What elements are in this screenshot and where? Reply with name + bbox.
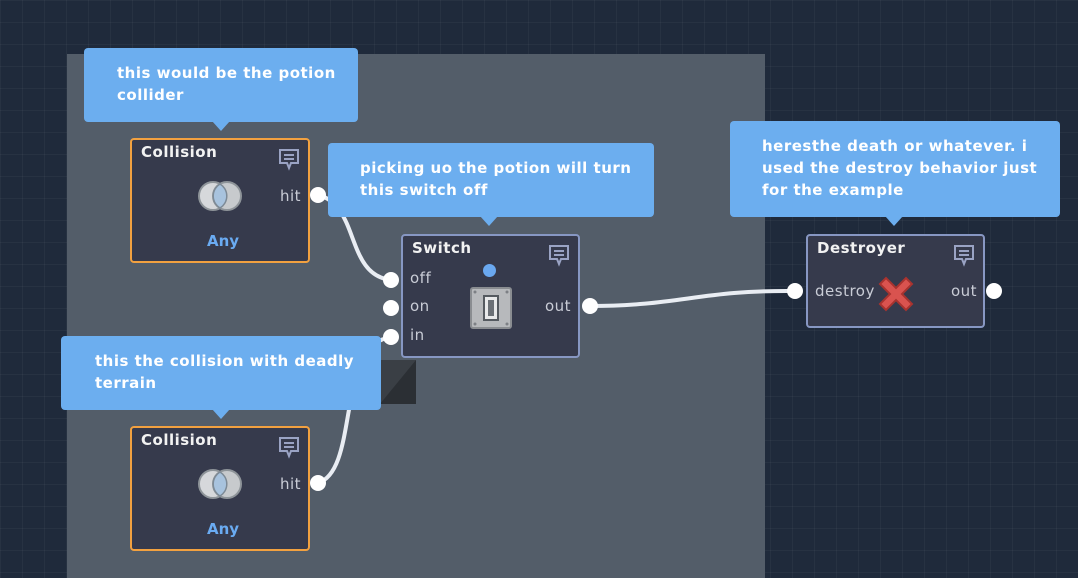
comment-bubble-death[interactable]: heresthe death or whatever. i used the d… [730, 121, 1060, 226]
collision-icon [198, 181, 242, 211]
comment-text: this the collision with deadly terrain [95, 352, 355, 392]
node-title: Collision [141, 431, 218, 449]
port-label-destroy: destroy [815, 282, 875, 300]
collision-top-hit-port[interactable] [310, 187, 326, 203]
collision-filter-label[interactable]: Any [207, 520, 240, 538]
port-label-out: out [951, 282, 978, 300]
port-label-in: in [410, 326, 425, 344]
comment-text: picking uo the potion will turn this swi… [360, 159, 632, 199]
comment-icon[interactable] [952, 243, 976, 267]
collision-bottom-hit-port[interactable] [310, 475, 326, 491]
port-label-on: on [410, 297, 430, 315]
destroyer-node[interactable]: Destroyer destroy out [806, 234, 985, 328]
comment-bubble-deadly-terrain[interactable]: this the collision with deadly terrain [61, 336, 381, 419]
collision-node-top[interactable]: Collision hit Any [130, 138, 310, 263]
comment-icon[interactable] [277, 435, 301, 459]
node-title: Collision [141, 143, 218, 161]
collision-node-bottom[interactable]: Collision hit Any [130, 426, 310, 551]
node-title: Destroyer [817, 239, 906, 257]
node-title: Switch [412, 239, 472, 257]
comment-text: this would be the potion collider [117, 64, 336, 104]
collision-icon [198, 469, 242, 499]
comment-text: heresthe death or whatever. i used the d… [762, 137, 1038, 199]
switch-on-port[interactable] [383, 300, 399, 316]
switch-node[interactable]: Switch off on in out [401, 234, 580, 358]
switch-off-port[interactable] [383, 272, 399, 288]
port-label-out: out [545, 297, 572, 315]
port-label-off: off [410, 269, 432, 287]
switch-out-port[interactable] [582, 298, 598, 314]
destroyer-destroy-port[interactable] [787, 283, 803, 299]
comment-bubble-potion-collider[interactable]: this would be the potion collider [84, 48, 358, 131]
terrain-tile [380, 360, 416, 404]
destroyer-out-port[interactable] [986, 283, 1002, 299]
comment-icon[interactable] [277, 147, 301, 171]
port-label-hit: hit [280, 475, 302, 493]
switch-state-indicator [483, 264, 496, 277]
comment-bubble-switch[interactable]: picking uo the potion will turn this swi… [328, 143, 654, 226]
switch-in-port[interactable] [383, 329, 399, 345]
red-x-icon [878, 276, 914, 312]
comment-icon[interactable] [547, 243, 571, 267]
toggle-switch-icon [470, 287, 512, 329]
collision-filter-label[interactable]: Any [207, 232, 240, 250]
port-label-hit: hit [280, 187, 302, 205]
